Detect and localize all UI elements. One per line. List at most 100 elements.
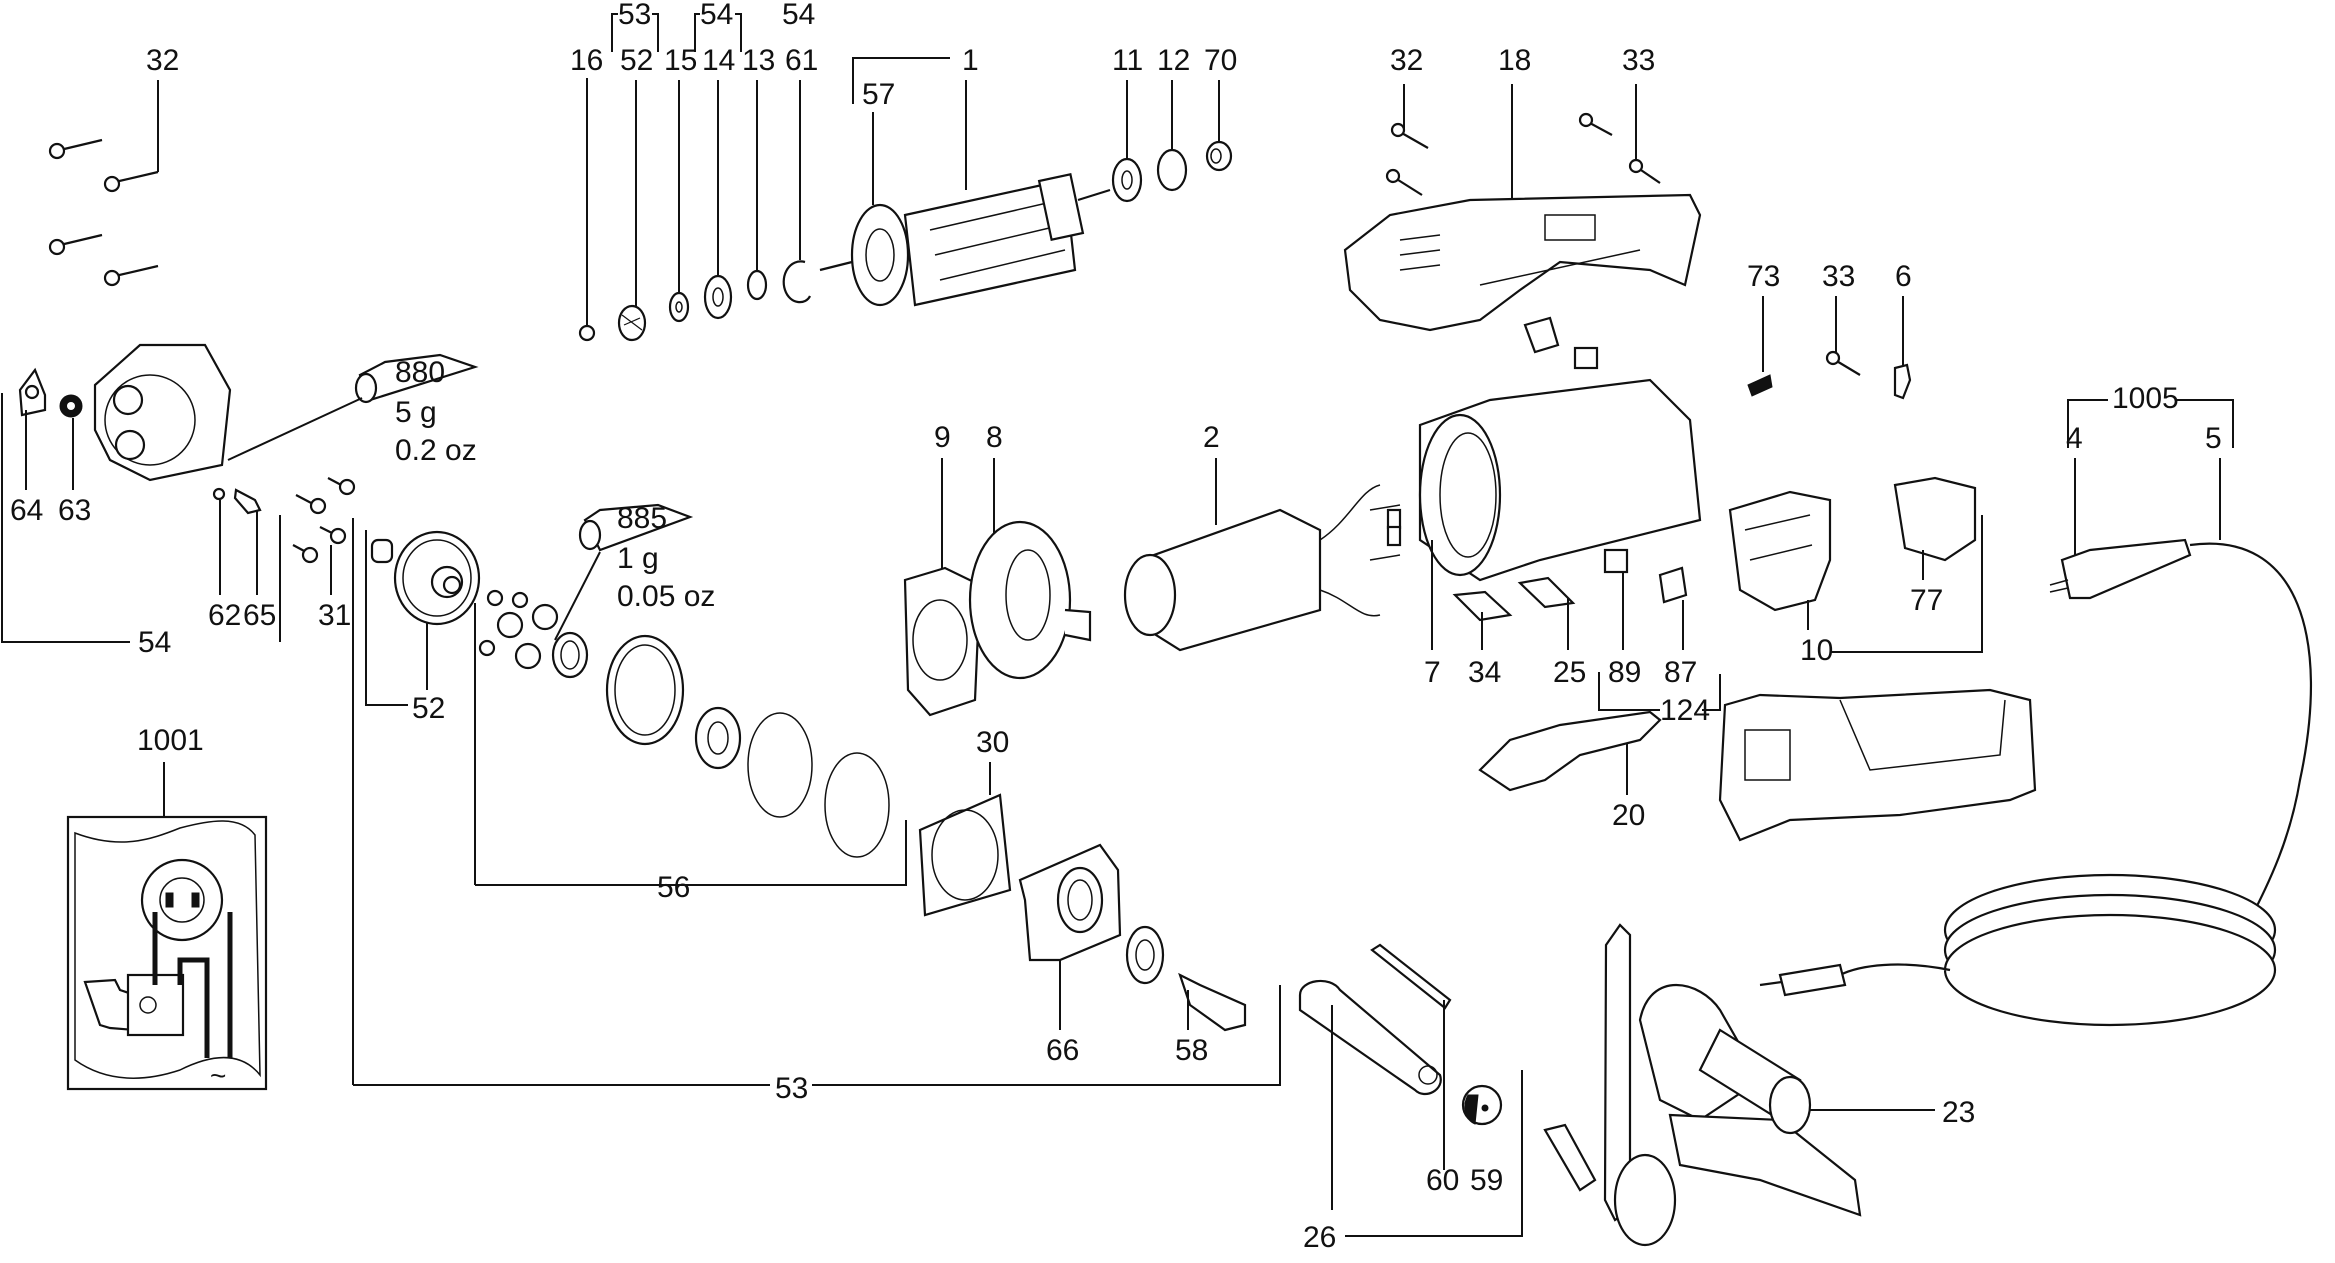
label-20: 20 xyxy=(1612,799,1645,832)
cable-icon xyxy=(2189,542,2313,921)
main-housing xyxy=(1718,688,2037,842)
small-gear-parts xyxy=(578,260,812,342)
armature-icon xyxy=(819,173,1111,307)
planet-gears xyxy=(474,589,890,885)
label-58: 58 xyxy=(1175,1034,1208,1067)
label-60: 60 xyxy=(1426,1164,1459,1197)
label-9: 9 xyxy=(934,421,951,454)
part-26-60-59: 26 60 59 xyxy=(1298,943,1523,1254)
label-52-lower: 52 xyxy=(412,692,445,725)
label-34: 34 xyxy=(1468,656,1501,689)
label-16: 16 xyxy=(570,44,603,77)
label-66: 66 xyxy=(1046,1034,1079,1067)
main-housing-icon xyxy=(1718,688,2037,842)
brush-holder-icon xyxy=(1658,566,1688,604)
label-11: 11 xyxy=(1112,44,1143,77)
part-11-12-70-bearings: 11 12 70 xyxy=(1111,44,1237,203)
bearing-icon xyxy=(1111,157,1143,203)
insulating-sheet-icon xyxy=(1452,590,1513,622)
inset-frame xyxy=(66,815,268,1091)
screw-icon xyxy=(1834,359,1861,376)
washer-icon xyxy=(668,291,690,323)
part-62-65-31: 62 65 31 xyxy=(208,477,356,642)
pin-wrench-icon xyxy=(1298,979,1442,1096)
fan-guide-icon xyxy=(968,520,1072,680)
label-61: 61 xyxy=(785,44,818,77)
label-1005: 1005 xyxy=(2112,382,2179,415)
bearing-icon xyxy=(694,706,742,770)
label-5: 5 xyxy=(2205,422,2222,455)
bearing-icon xyxy=(703,274,733,320)
label-10: 10 xyxy=(1800,634,1833,667)
wire-icon xyxy=(152,912,233,1058)
label-54-secondary: 54 xyxy=(782,0,815,31)
brush-holder-small xyxy=(1523,316,1599,370)
label-880-mass-g: 5 g xyxy=(395,396,437,429)
label-54-left: 54 xyxy=(138,626,171,659)
circlip-icon xyxy=(782,260,812,304)
label-52: 52 xyxy=(620,44,653,77)
label-23: 23 xyxy=(1942,1096,1975,1129)
label-18: 18 xyxy=(1498,44,1531,77)
part-23-guard-handle: 23 xyxy=(1543,923,1975,1247)
brush-ring-icon xyxy=(140,858,224,942)
label-87: 87 xyxy=(1664,656,1697,689)
part-73-33-6: 73 33 6 xyxy=(1747,260,1912,400)
screw-icon xyxy=(1385,112,1661,196)
part-10-77-switch: 77 10 xyxy=(1728,476,1983,667)
label-53-lower: 53 xyxy=(775,1072,808,1105)
bushing-icon xyxy=(1205,140,1233,172)
part-9-8-2: 9 8 2 xyxy=(903,421,1402,717)
part-52-gear: 52 xyxy=(352,518,481,1085)
label-1001: 1001 xyxy=(137,724,204,757)
key-icon xyxy=(1370,943,1452,1010)
bushing-icon xyxy=(370,538,394,564)
label-1: 1 xyxy=(962,44,979,77)
insulating-sheet-icon xyxy=(1517,576,1576,609)
label-56: 56 xyxy=(657,871,690,904)
label-15: 15 xyxy=(664,44,697,77)
label-12: 12 xyxy=(1157,44,1190,77)
label-7: 7 xyxy=(1424,656,1441,689)
label-64: 64 xyxy=(10,494,43,527)
gasket-icon xyxy=(918,793,1012,917)
part-32-screws: 32 xyxy=(48,44,179,287)
label-59: 59 xyxy=(1470,1164,1503,1197)
part-30-56-66-58: 30 56 66 58 53 xyxy=(353,726,1281,1105)
spindle-icon xyxy=(1178,972,1247,1032)
screw-icon xyxy=(292,477,356,564)
label-32-top: 32 xyxy=(1390,44,1423,77)
label-885-mass-oz: 0.05 oz xyxy=(617,580,715,613)
lever-icon xyxy=(1893,363,1912,400)
spring-icon xyxy=(1747,374,1773,397)
nut-icon xyxy=(578,324,596,342)
label-57: 57 xyxy=(862,78,895,111)
grease-880: 880 5 g 0.2 oz xyxy=(227,353,479,467)
cord-sleeve-icon xyxy=(2060,538,2192,600)
label-70: 70 xyxy=(1204,44,1237,77)
label-62: 62 xyxy=(208,599,241,632)
ring-gear-icon xyxy=(605,634,685,746)
label-32: 32 xyxy=(146,44,179,77)
label-14: 14 xyxy=(702,44,735,77)
o-ring-icon xyxy=(747,712,813,818)
label-25: 25 xyxy=(1553,656,1586,689)
washer-icon xyxy=(1125,925,1165,985)
baffle-icon xyxy=(903,566,982,717)
label-63: 63 xyxy=(58,494,91,527)
label-13: 13 xyxy=(742,44,775,77)
part-34-25-89-87: 34 25 89 87 124 xyxy=(1452,548,1721,727)
label-33-right: 33 xyxy=(1822,260,1855,293)
grease-885: 885 1 g 0.05 oz xyxy=(554,502,715,641)
label-65: 65 xyxy=(243,599,276,632)
cover-icon xyxy=(1478,710,1662,792)
o-ring-icon xyxy=(212,487,226,501)
label-2: 2 xyxy=(1203,421,1220,454)
plug-icon xyxy=(1778,963,1847,997)
label-4: 4 xyxy=(2066,422,2083,455)
clamp-lever-icon xyxy=(1543,1123,1597,1192)
label-885: 885 xyxy=(617,502,667,535)
label-53: 53 xyxy=(618,0,651,31)
label-885-mass-g: 1 g xyxy=(617,542,659,575)
